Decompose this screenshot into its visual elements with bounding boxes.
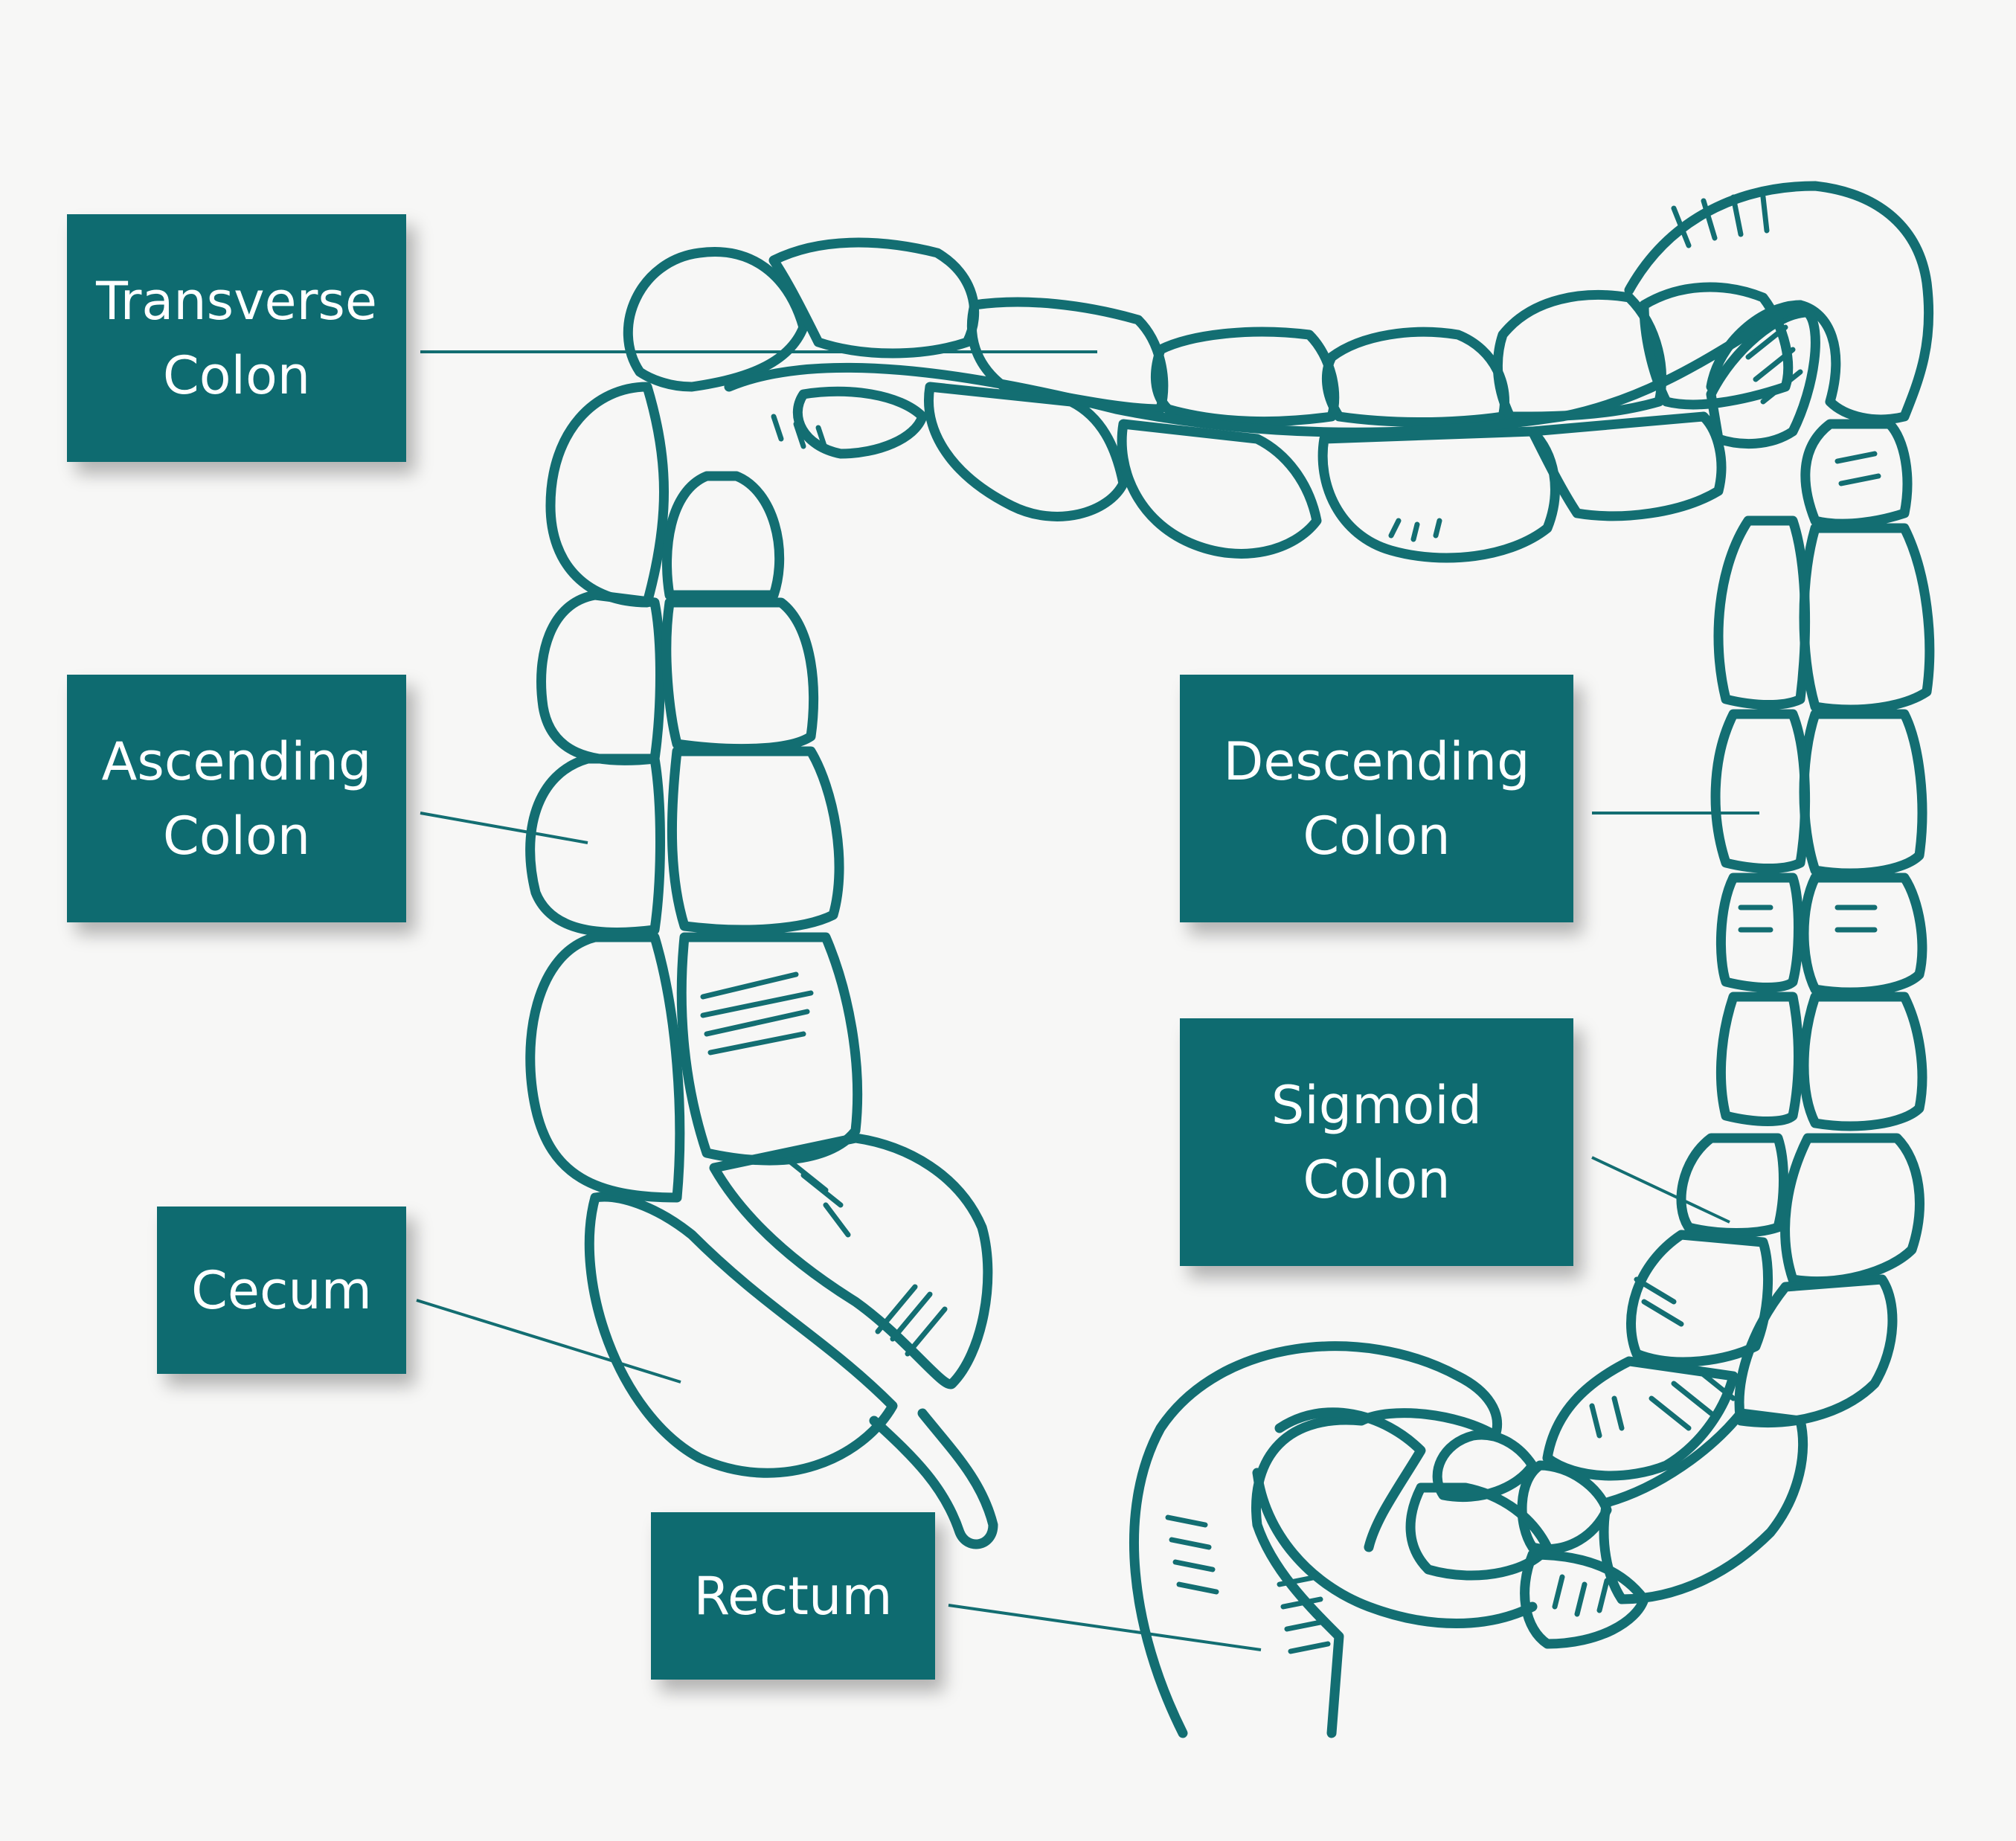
sigmoid-colon-segments <box>1405 1230 1808 1649</box>
transverse-inner-band <box>724 300 1805 437</box>
label-ascending-colon: Ascending Colon <box>67 675 406 922</box>
rectum-fold <box>1274 1407 1426 1552</box>
leader-sigmoid <box>1591 1156 1730 1224</box>
rectum-loop <box>1129 1341 1503 1738</box>
label-rectum: Rectum <box>651 1512 935 1680</box>
transverse-colon-segments <box>924 282 1794 563</box>
leader-ascending <box>420 812 588 844</box>
large-intestine-illustration <box>525 181 1935 1738</box>
label-transverse-colon: Transverse Colon <box>67 214 406 462</box>
leader-lines <box>416 350 1759 1651</box>
hatching-marks <box>700 194 1881 1654</box>
appendix-shape <box>869 1408 998 1549</box>
ascending-colon-inner <box>661 471 993 1389</box>
rectum-inner <box>1252 1468 1538 1628</box>
descending-colon-inner <box>1676 515 1811 1238</box>
label-cecum: Cecum <box>157 1207 406 1374</box>
label-descending-colon: Descending Colon <box>1180 675 1573 922</box>
ascending-colon-outer <box>525 382 685 1203</box>
leader-rectum <box>948 1604 1262 1651</box>
label-sigmoid-colon: Sigmoid Colon <box>1180 1018 1573 1266</box>
cecum-shape <box>584 1192 898 1478</box>
hepatic-inner-loop <box>792 386 928 459</box>
hepatic-flexure-fold <box>768 237 980 359</box>
leader-cecum <box>416 1299 681 1384</box>
splenic-flexure-inner <box>1706 307 1820 449</box>
